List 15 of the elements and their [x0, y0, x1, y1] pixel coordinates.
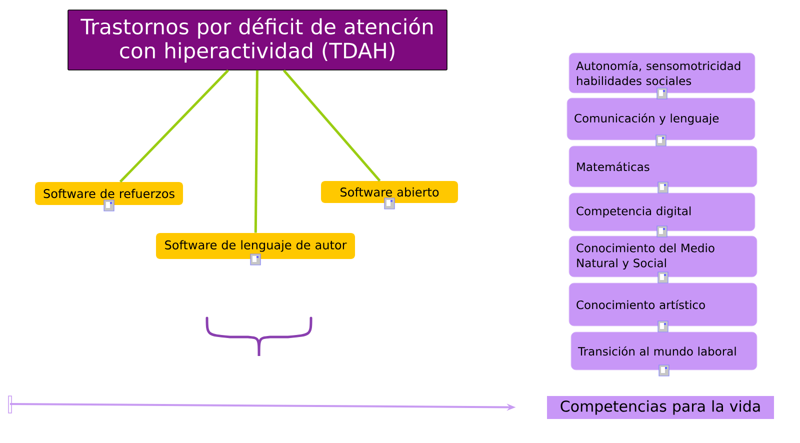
category-box: Software abierto	[321, 181, 458, 203]
title-box: Trastornos por déficit de atención con hiperactividad (TDAH)	[68, 10, 448, 70]
competence-box: Matemáticas	[568, 146, 758, 188]
category-box: Software de refuerzos	[35, 182, 183, 205]
connector-line	[119, 70, 229, 183]
connector-line	[282, 70, 381, 182]
heading-band: Competencias para la vida	[547, 396, 774, 419]
competence-box: Conocimiento artístico	[568, 282, 758, 326]
competence-box: Autonomía, sensomotricidad habilidades sociales	[568, 52, 756, 94]
competence-box: Transición al mundo laboral	[570, 332, 758, 370]
competence-box: Comunicación y lenguaje	[566, 98, 756, 140]
category-box: Software de lenguaje de autor	[156, 233, 355, 259]
competence-box: Competencia digital	[568, 192, 756, 232]
competence-box: Conocimiento del Medio Natural y Social	[568, 236, 758, 278]
connector-line	[254, 70, 258, 233]
